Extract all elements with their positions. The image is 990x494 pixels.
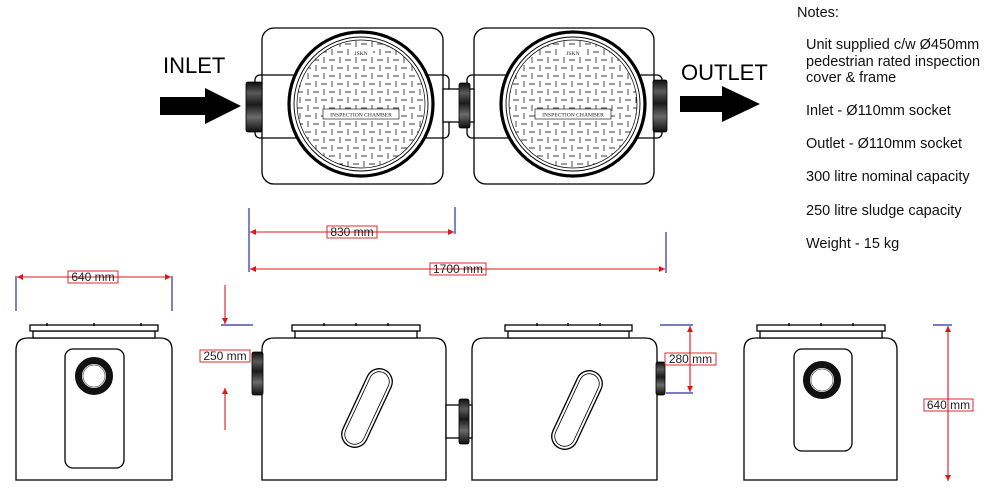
plan-connecting-pipe-socket [458,82,471,129]
cover-inner-ring [505,36,641,172]
notes-heading: Notes: [797,5,839,21]
outlet-label: OUTLET [681,60,768,85]
cover-inner-ring [293,36,429,172]
dimension-unit-width: 640 mm [15,270,173,311]
dimension-label: 830 mm [330,225,373,239]
slot-inner [554,373,600,447]
dimension-label: 250 mm [203,349,246,363]
cover-label-text: INSPECTION CHAMBER [542,112,604,118]
cover-brand-plate [349,49,373,57]
dimension-label-box [429,262,487,276]
cover-tread-plate [296,39,426,169]
dimension-inlet-depth: 250 mm [199,285,253,430]
plan-left-inspection-cover: JSKN INSPECTION CHAMBER [287,30,435,178]
side-view-left-tank-neck [294,330,418,339]
side-view [251,323,666,481]
note-line: Inlet - Ø110mm socket [806,103,951,119]
inlet-end-view [15,323,173,481]
cover-brand-text: JSKN [354,51,367,57]
dimension-label: 280 mm [669,352,712,366]
cover-tread-plate [508,39,638,169]
note-line: Unit supplied c/w Ø450mm [806,37,979,53]
inlet-label: INLET [163,53,225,78]
note-line: Weight - 15 kg [806,236,899,252]
cover-brand-text: JSKN [566,51,579,57]
side-view-inlet-socket [251,351,264,396]
slot-inner [344,371,390,445]
plan-right-inspection-cover: JSKN INSPECTION CHAMBER [499,30,647,178]
note-line: pedestrian rated inspection [806,54,980,70]
side-view-right-tank-neck [507,330,630,339]
inlet-arrow-icon [160,88,241,124]
note-line: 250 litre sludge capacity [806,203,962,219]
dimension-label: 1700 mm [433,262,483,276]
slot-outer [551,370,603,450]
plan-outlet-socket [652,79,668,133]
side-view-right-tank-slot [551,370,603,450]
plan-view: JSKN INSPECTION CHAMBER JSKN INSPECTION … [245,27,668,185]
end-view-neck [32,330,156,339]
cover-label-text: INSPECTION CHAMBER [330,112,392,118]
dimension-label: 640 mm [71,270,114,284]
side-view-outlet-socket [655,361,666,396]
note-line: Outlet - Ø110mm socket [806,136,962,152]
notes-panel: Notes: Unit supplied c/w Ø450mm pedestri… [797,5,980,252]
dimension-label-box [326,225,378,239]
cover-brand-plate [561,49,585,57]
slot-outer [341,368,393,448]
dimension-label-box [664,352,717,366]
dimension-outlet-depth: 280 mm [660,324,717,394]
end-view-socket-bore [810,368,834,392]
note-line: cover & frame [806,70,896,86]
outlet-end-view [743,323,898,481]
side-view-connecting-pipe-socket [458,398,470,445]
plan-inlet-socket [245,81,263,133]
cover-label-plate [322,108,400,120]
dimension-overall-length: 1700 mm [250,232,667,276]
dimension-chamber-length: 830 mm [248,207,456,272]
dimension-label-box [923,398,974,412]
note-line: 300 litre nominal capacity [806,169,970,185]
side-view-left-tank-slot [341,368,393,448]
dimension-label-box [67,270,119,284]
end-view-socket-bore [82,364,106,388]
end-view-neck [759,330,883,339]
cover-label-plate [534,108,612,120]
outlet-arrow-icon [680,86,760,122]
dimension-label-box [199,349,251,363]
dimension-unit-height: 640 mm [923,324,974,481]
dimension-label: 640 mm [927,398,970,412]
